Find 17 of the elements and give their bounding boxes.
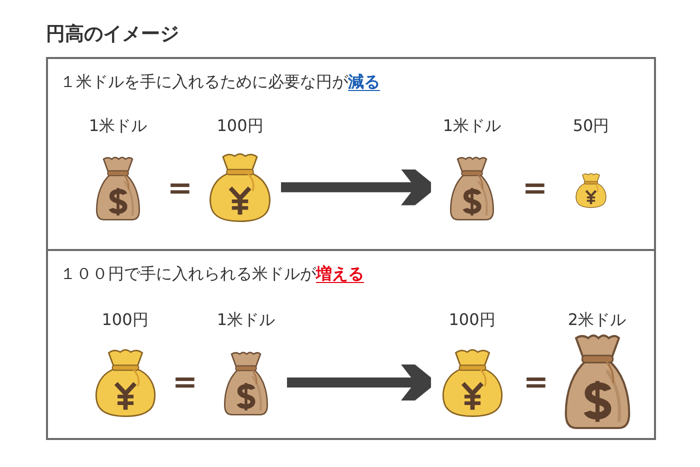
panel-heading: １米ドルを手に入れるために必要な円が減る — [60, 71, 380, 93]
diagram-title: 円高のイメージ — [46, 22, 179, 46]
equals-sign: = — [172, 368, 198, 398]
equals-sign: = — [522, 174, 548, 204]
amount-label: 1米ドル — [216, 310, 276, 330]
equals-sign: = — [523, 368, 549, 398]
panel — [46, 249, 656, 440]
amount-label: 100円 — [448, 310, 496, 330]
panel-heading: １００円で手に入れられる米ドルが増える — [60, 263, 364, 285]
amount-label: 100円 — [216, 116, 264, 136]
amount-label: 1米ドル — [88, 116, 148, 136]
amount-label: 1米ドル — [442, 116, 502, 136]
amount-label: 2米ドル — [568, 310, 626, 330]
panel — [46, 57, 656, 251]
equals-sign: = — [167, 174, 193, 204]
amount-label: 100円 — [102, 310, 148, 330]
amount-label: 50円 — [572, 116, 610, 136]
